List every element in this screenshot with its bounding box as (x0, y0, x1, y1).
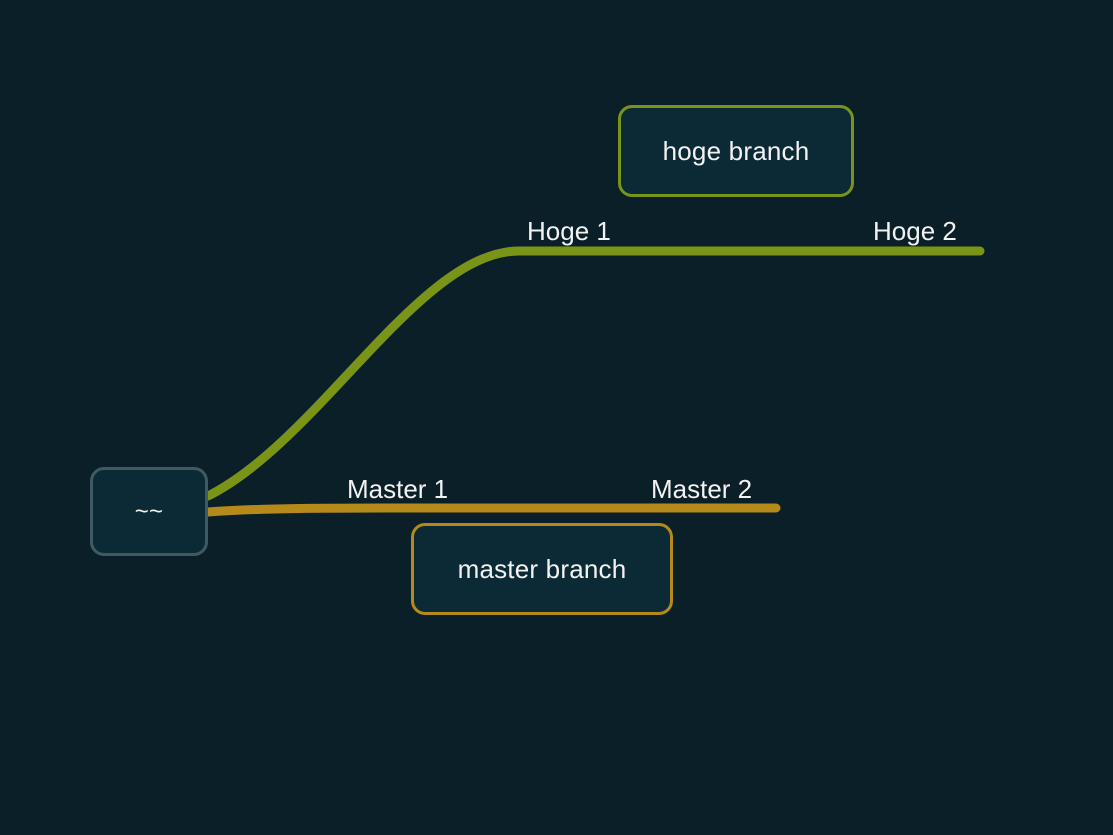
master-branch-label: master branch (457, 553, 627, 584)
hoge-branch-line (203, 246, 985, 501)
master-branch-node[interactable]: master branch (411, 523, 673, 615)
commit-label-hoge-2[interactable]: Hoge 2 (873, 216, 957, 246)
root-node-label: ~~ (134, 497, 164, 525)
root-node[interactable]: ~~ (90, 467, 208, 556)
commit-label-master-2[interactable]: Master 2 (651, 474, 753, 504)
hoge-branch-node[interactable]: hoge branch (618, 105, 854, 197)
commit-label-hoge-1[interactable]: Hoge 1 (527, 216, 611, 246)
commit-label-master-1[interactable]: Master 1 (347, 474, 449, 504)
master-branch-line (203, 503, 781, 517)
hoge-branch-label: hoge branch (662, 135, 810, 166)
